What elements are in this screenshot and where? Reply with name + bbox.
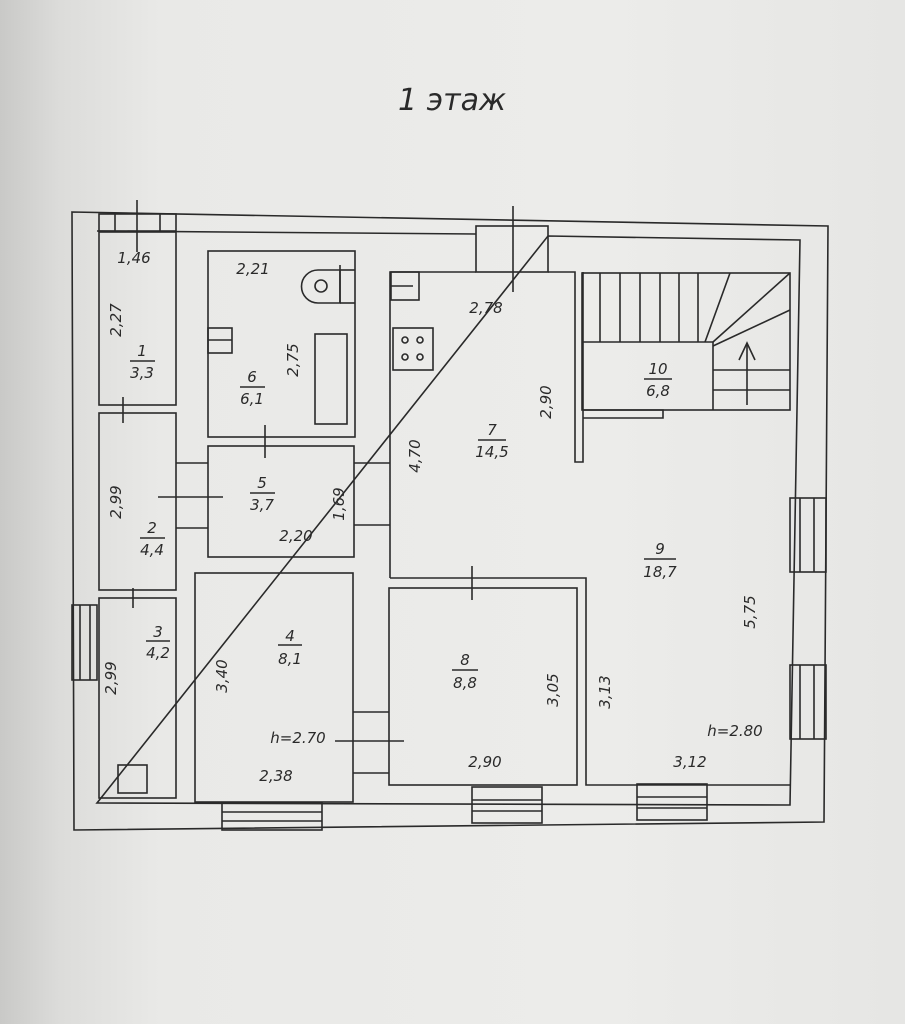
room-6: 6 6,1 2,21 2,75 — [236, 260, 302, 408]
door-marks — [122, 200, 514, 742]
interior-walls — [98, 225, 790, 803]
room-labels: 1 3,3 1,46 2,27 2 4,4 2,99 3 4,2 2,99 4 … — [102, 249, 763, 785]
windows — [71, 213, 827, 831]
dimension: 2,27 — [107, 303, 125, 337]
room-area: 6,8 — [646, 382, 670, 400]
dimension: 2,21 — [236, 260, 269, 278]
dimension: 1,69 — [330, 487, 348, 520]
room-3: 3 4,2 2,99 — [102, 623, 170, 695]
dimension: 1,46 — [117, 249, 150, 267]
dimension: 2,90 — [537, 385, 555, 418]
room-8: 8 8,8 3,05 2,90 — [452, 651, 562, 771]
room-4: 4 8,1 3,40 2,38 h=2.70 — [213, 627, 326, 785]
bathroom-fixtures — [207, 265, 355, 425]
room-number: 1 — [137, 342, 147, 360]
ceiling-height: h=2.80 — [707, 722, 762, 740]
dimension: 2,20 — [279, 527, 312, 545]
room-number: 7 — [487, 421, 497, 439]
room-1: 1 3,3 1,46 2,27 — [107, 249, 155, 382]
room-number: 2 — [147, 519, 157, 537]
staircase — [581, 272, 791, 411]
room-area: 8,1 — [278, 650, 302, 668]
room-area: 6,1 — [240, 390, 264, 408]
room-area: 3,3 — [130, 364, 154, 382]
dimension: 2,90 — [468, 753, 501, 771]
dimension: 3,12 — [673, 753, 706, 771]
room-area: 18,7 — [643, 563, 677, 581]
room-area: 8,8 — [453, 674, 477, 692]
room-area: 14,5 — [475, 443, 508, 461]
room-number: 6 — [247, 368, 257, 386]
room-5: 5 3,7 1,69 2,20 — [250, 474, 348, 545]
room-number: 5 — [257, 474, 267, 492]
room-number: 3 — [153, 623, 163, 641]
dimension: 3,05 — [544, 673, 562, 706]
room-number: 8 — [460, 651, 470, 669]
dimension: 2,99 — [107, 485, 125, 518]
room-number: 4 — [285, 627, 295, 645]
dimension: 2,99 — [102, 661, 120, 694]
room-area: 4,2 — [146, 644, 170, 662]
room-number: 10 — [648, 360, 667, 378]
dimension: 2,78 — [469, 299, 502, 317]
room-number: 9 — [655, 540, 665, 558]
dimension: 2,38 — [259, 767, 292, 785]
dimension: 2,75 — [284, 343, 302, 376]
room-7: 7 14,5 2,78 2,90 4,70 — [406, 299, 555, 473]
dimension: 3,40 — [213, 659, 231, 692]
dimension: 5,75 — [741, 595, 759, 628]
ceiling-height: h=2.70 — [270, 729, 325, 747]
room-2: 2 4,4 2,99 — [107, 485, 165, 559]
room-10: 10 6,8 — [644, 360, 672, 400]
room-area: 3,7 — [250, 496, 274, 514]
stove-icon — [390, 271, 434, 371]
dimension: 4,70 — [406, 439, 424, 472]
dimension: 3,13 — [596, 675, 614, 708]
room-9: 9 18,7 5,75 3,13 3,12 h=2.80 — [596, 540, 763, 771]
room-area: 4,4 — [140, 541, 164, 559]
plan-title: 1 этаж — [398, 83, 506, 118]
